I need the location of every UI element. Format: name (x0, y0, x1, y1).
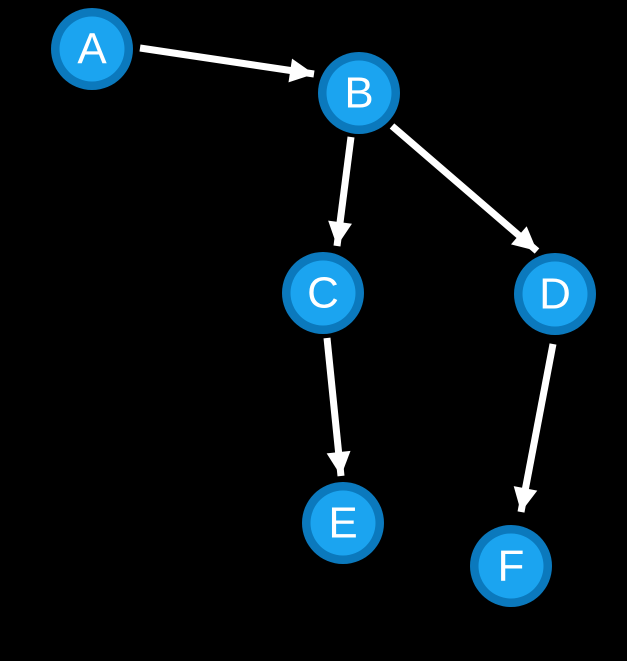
edge-A-B (139, 44, 315, 83)
node-B[interactable]: B (318, 52, 400, 134)
node-C[interactable]: C (282, 252, 364, 334)
node-D-fill (522, 261, 588, 327)
node-A-label: A (77, 25, 107, 74)
node-E-label: E (328, 499, 357, 548)
node-F[interactable]: F (470, 525, 552, 607)
node-D[interactable]: D (514, 253, 596, 335)
node-B-fill (326, 60, 392, 126)
edge-C-E (323, 337, 351, 477)
node-C-label: C (307, 269, 339, 318)
node-A[interactable]: A (51, 8, 133, 90)
node-F-fill (478, 533, 544, 599)
node-E[interactable]: E (302, 482, 384, 564)
node-F-label: F (498, 542, 525, 591)
node-C-fill (290, 260, 356, 326)
node-A-fill (59, 16, 125, 82)
node-B-label: B (344, 69, 373, 118)
node-layer: A B C D E F (51, 8, 596, 607)
edge-layer (139, 44, 557, 513)
edge-B-C (328, 136, 355, 247)
edge-D-F (513, 343, 557, 513)
edge-B-D (389, 123, 540, 254)
node-E-fill (310, 490, 376, 556)
node-D-label: D (539, 270, 571, 319)
